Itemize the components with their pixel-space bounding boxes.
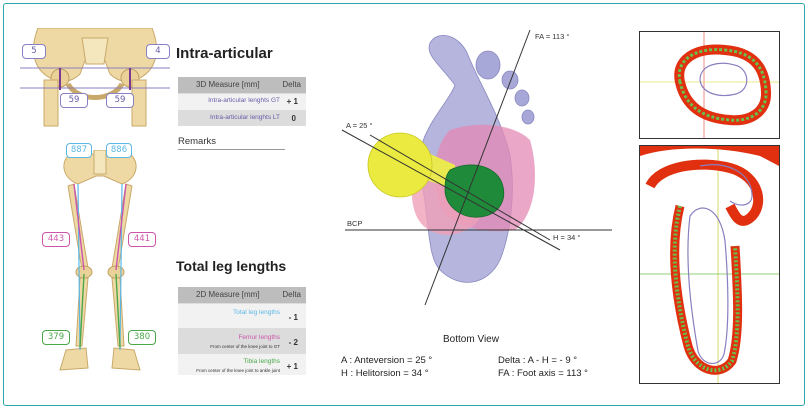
a-label: A = 25 ° [346, 121, 373, 130]
toe [514, 89, 530, 107]
remarks-label: Remarks [178, 136, 217, 147]
fa-label: FA = 113 ° [535, 32, 570, 41]
pelvis-bottom-right-tag: 59 [106, 93, 134, 108]
total-leg-lengths-table: 2D Measure [mm] Delta Total leg lengths … [178, 287, 306, 375]
row-label: Total leg lengths [233, 309, 280, 316]
toe [521, 109, 535, 125]
table-row: Intra-articular lenghts LT 0 [178, 110, 306, 126]
foot-axis-line [424, 29, 531, 306]
pelvis-left-tag: 5 [22, 44, 46, 59]
table-row: Intra-articular lenghts GT + 1 [178, 93, 306, 110]
femoral-head [367, 132, 433, 198]
intra-articular-table: 3D Measure [mm] Delta Intra-articular le… [178, 77, 306, 126]
table-row: Tibia lengths From center of the knee jo… [178, 353, 306, 377]
row-value: 0 [291, 114, 296, 123]
ct-slice-top [639, 31, 780, 139]
leg-mid-right-tag: 441 [128, 232, 156, 247]
remarks-line [178, 149, 285, 150]
toe [475, 50, 501, 80]
bottom-view-diagram [341, 29, 612, 306]
table-header: 3D Measure [mm] Delta [178, 77, 306, 93]
toe [501, 70, 519, 90]
row-label: Femur lengths [238, 334, 280, 341]
ct-slice-bottom [639, 145, 780, 384]
pelvis-right-tag: 4 [146, 44, 170, 59]
leg-mid-left-tag: 443 [42, 232, 70, 247]
leg-top-left-tag: 887 [66, 143, 92, 158]
legend-anteversion: A : Anteversion = 25 ° [341, 355, 433, 366]
leg-skeleton-illustration [59, 150, 141, 371]
intra-articular-title: Intra-articular [176, 45, 273, 62]
row-value: - 2 [288, 338, 298, 347]
figure-frame [3, 3, 805, 406]
helitorsion-line [369, 134, 551, 241]
legend-foot-axis: FA : Foot axis = 113 ° [498, 368, 588, 379]
leg-low-left-tag: 379 [42, 330, 70, 345]
ct-slice-top-graphic [640, 32, 779, 138]
pelvis-bottom-left-tag: 59 [60, 93, 88, 108]
header-delta: Delta [282, 80, 301, 89]
row-value: + 1 [286, 362, 298, 371]
bottom-view-title: Bottom View [443, 334, 499, 345]
header-measure: 3D Measure [mm] [196, 80, 260, 89]
h-label: H = 34 ° [553, 233, 581, 242]
row-label: Tibia lengths [243, 358, 280, 365]
row-sublabel: From center of the knee joint to ankle j… [196, 368, 280, 373]
table-row: Femur lengths From center of the knee jo… [178, 328, 306, 353]
header-delta: Delta [282, 290, 301, 299]
total-leg-lengths-title: Total leg lengths [176, 258, 287, 274]
legend-helitorsion: H : Helitorsion = 34 ° [341, 368, 429, 379]
row-value: - 1 [288, 313, 298, 322]
table-row: Total leg lengths - 1 [178, 303, 306, 328]
row-value: + 1 [286, 97, 298, 106]
row-sublabel: From center of the knee joint to GT [210, 344, 280, 349]
bcp-label: BCP [347, 219, 363, 228]
header-measure: 2D Measure [mm] [196, 290, 260, 299]
row-label: Intra-articular lenghts GT [208, 97, 280, 104]
ct-slice-bottom-graphic [640, 146, 779, 383]
pelvis-illustration [20, 28, 170, 127]
leg-low-right-tag: 380 [128, 330, 156, 345]
table-header: 2D Measure [mm] Delta [178, 287, 306, 303]
legend-delta: Delta : A - H = - 9 ° [498, 355, 578, 366]
row-label: Intra-articular lenghts LT [210, 114, 280, 121]
leg-top-right-tag: 886 [106, 143, 132, 158]
